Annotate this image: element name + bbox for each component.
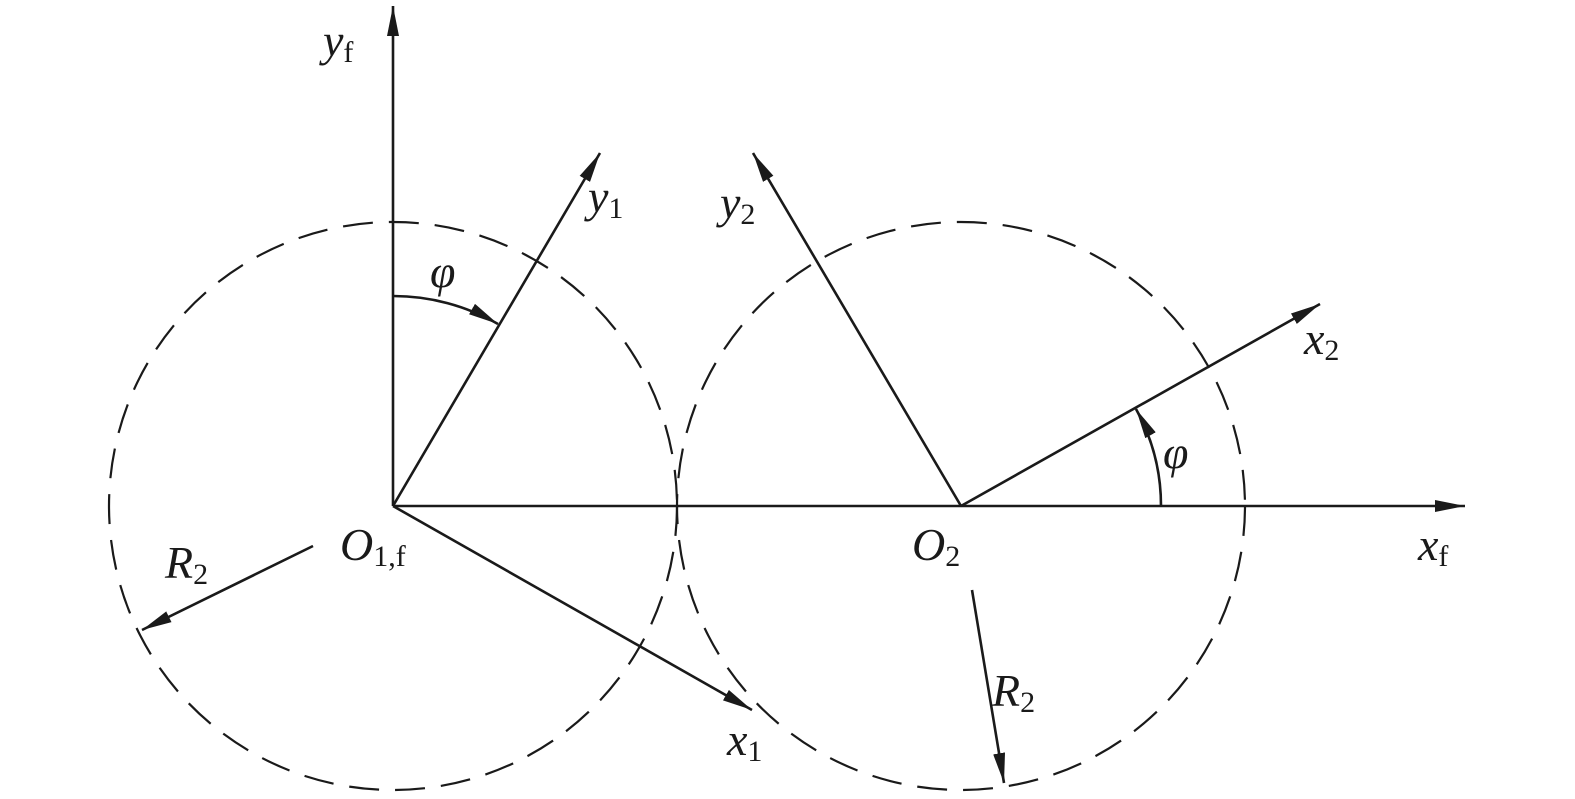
label-angle-phi-right: φ [1163, 427, 1188, 478]
label-x2: x2 [1303, 313, 1339, 367]
label-xf: xf [1417, 519, 1448, 573]
radius-arrow-left [141, 544, 314, 632]
label-x1: x1 [726, 714, 762, 768]
axis-y2 [751, 152, 963, 507]
angle-arc-top [392, 294, 499, 326]
angle-arc-right [1134, 408, 1163, 507]
axis-x1 [392, 504, 753, 712]
label-yf: yf [319, 15, 353, 69]
axis-x2 [960, 302, 1321, 508]
label-origin-o1f: O1,f [340, 519, 406, 573]
label-y1: y1 [584, 171, 623, 225]
label-angle-phi-top: φ [430, 246, 455, 297]
label-y2: y2 [716, 177, 755, 231]
radius-arrow-right [970, 589, 1006, 784]
axis-y1 [391, 152, 602, 507]
label-radius-right: R2 [991, 665, 1035, 719]
label-radius-left: R2 [164, 537, 208, 591]
label-origin-o2: O2 [912, 519, 960, 573]
